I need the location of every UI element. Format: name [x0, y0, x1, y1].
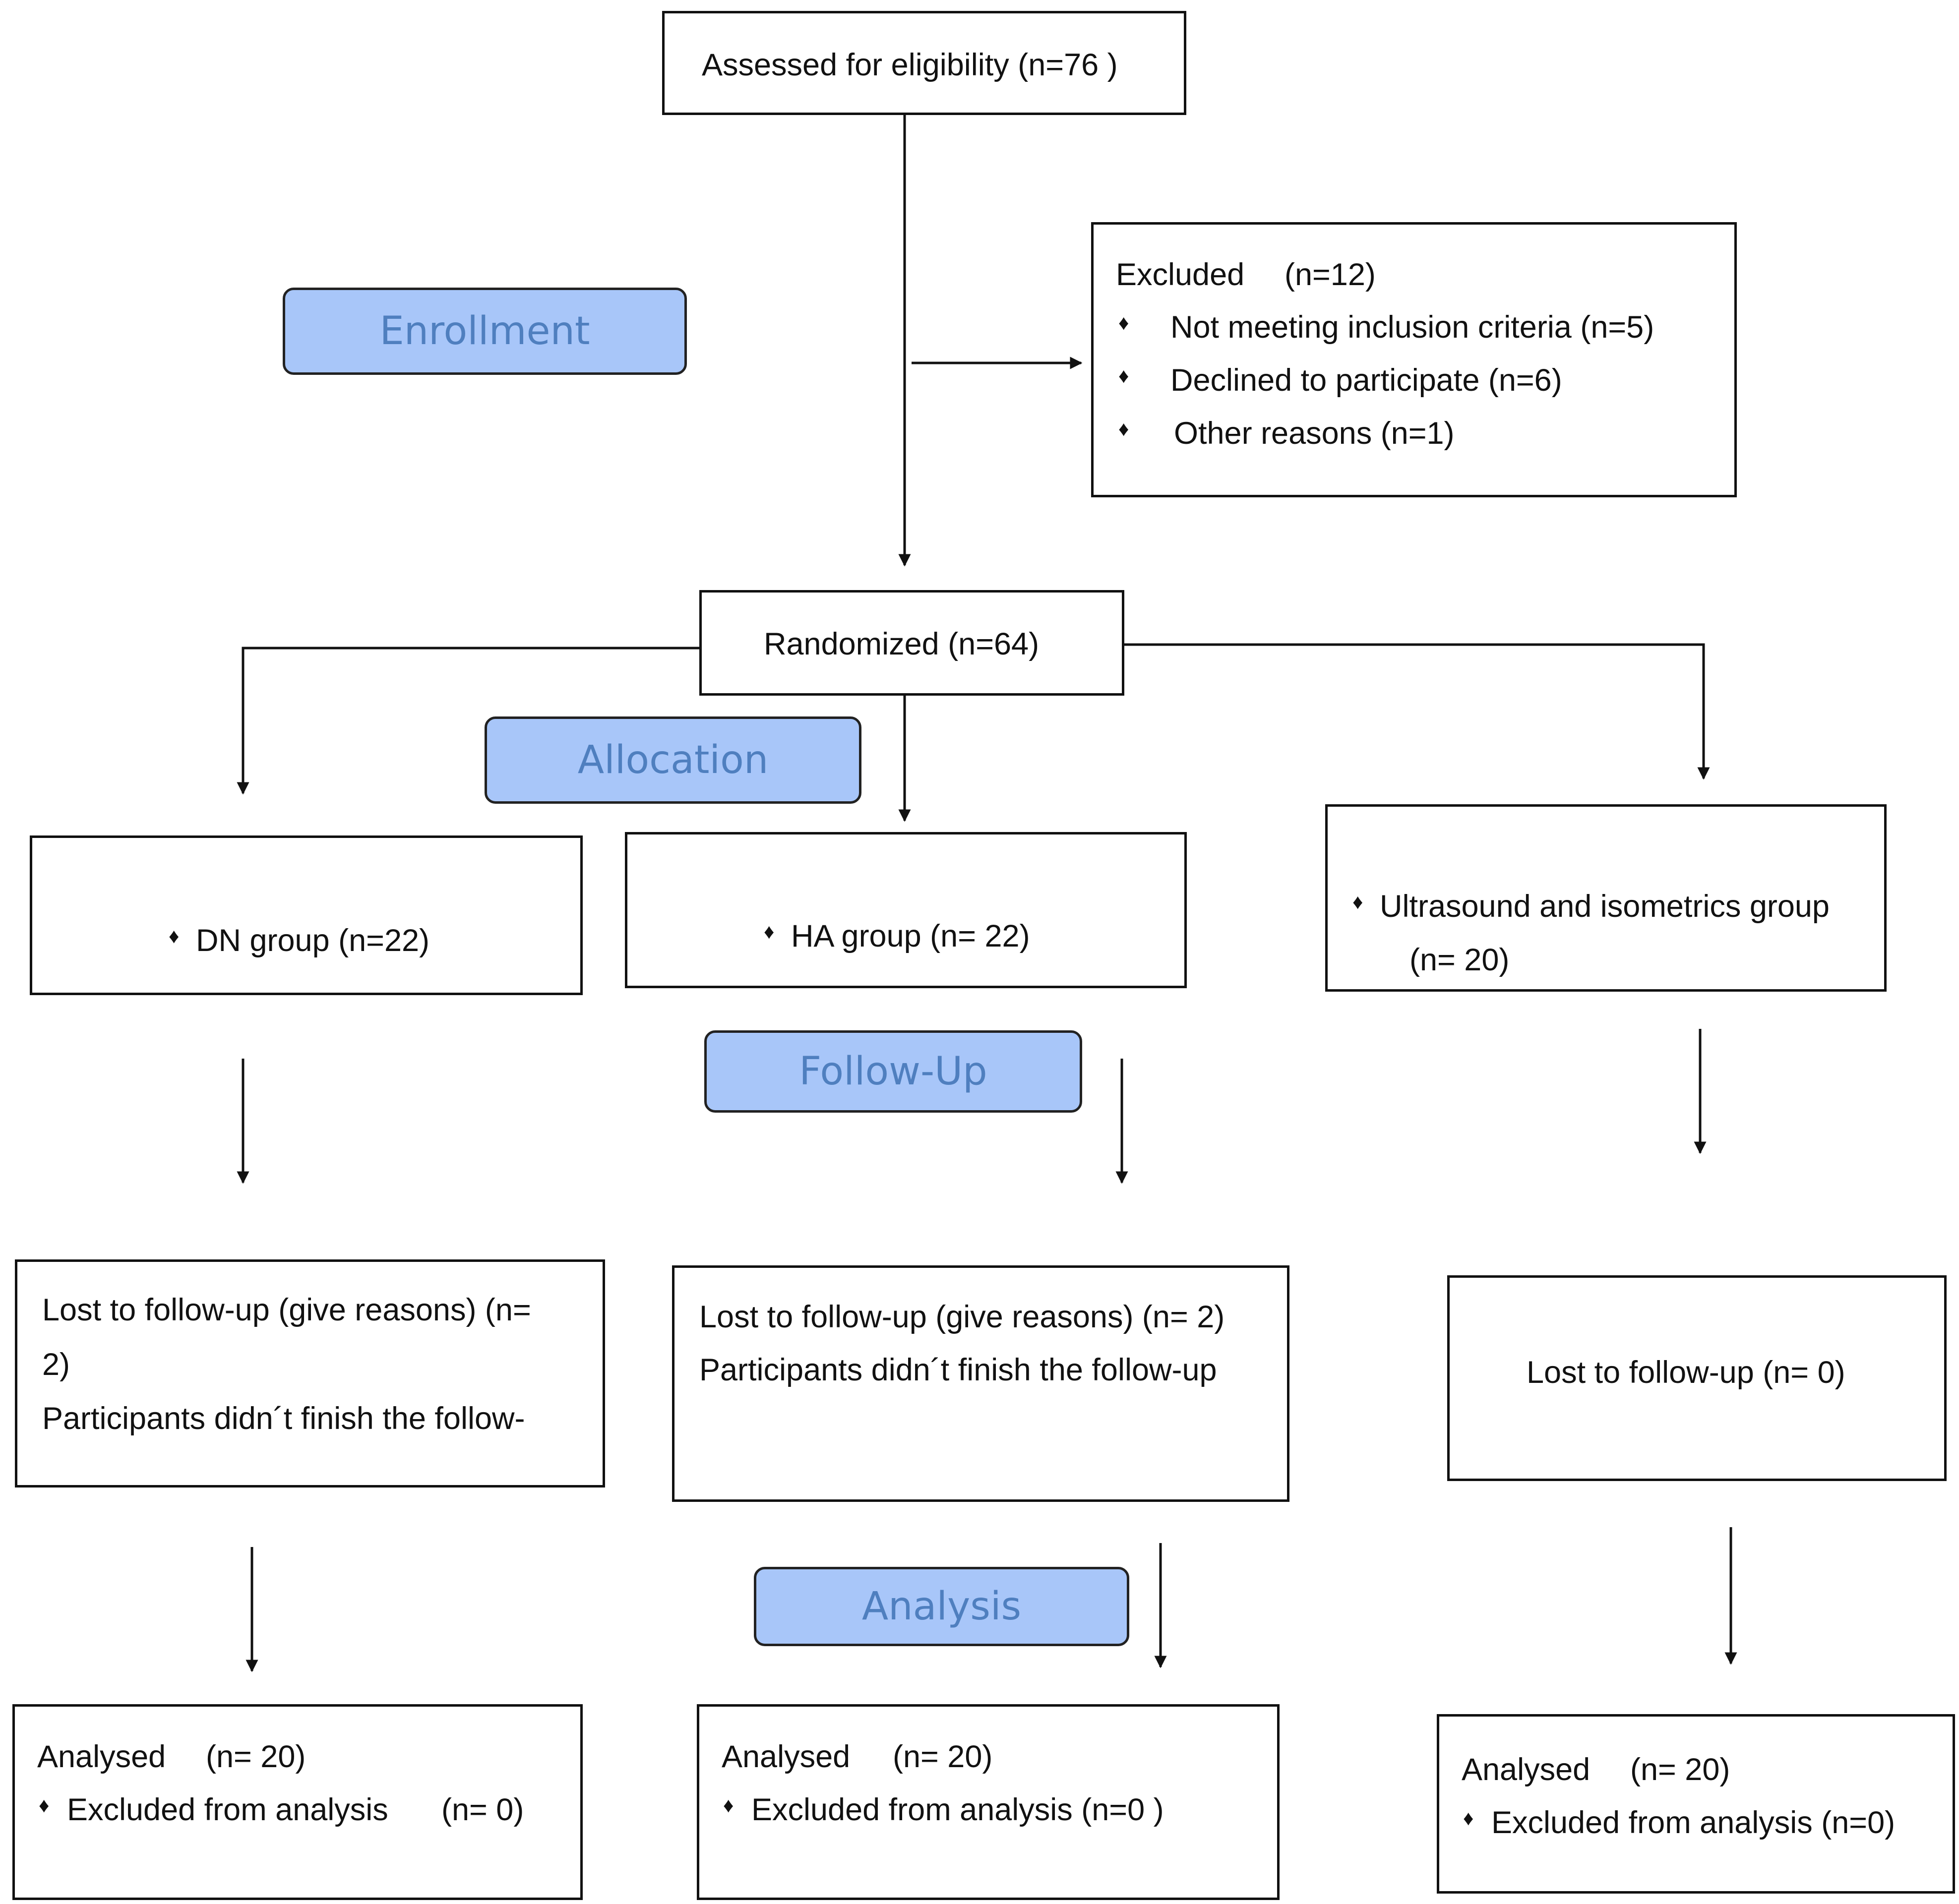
- bullet-icon: ♦: [1118, 311, 1129, 334]
- dn-analysis-box: Analysed (n= 20) ♦ Excluded from analysi…: [12, 1704, 583, 1900]
- excluded-count: (n=12): [1285, 257, 1376, 292]
- bullet-icon: ♦: [39, 1793, 50, 1817]
- excluded-reason: Not meeting inclusion criteria (n=5): [1170, 310, 1654, 345]
- dn-followup-line: Participants didn´t finish the follow-: [42, 1401, 525, 1436]
- excluded-reason: Declined to participate (n=6): [1170, 363, 1562, 398]
- stage-allocation: Allocation: [485, 716, 861, 804]
- us-followup-line: Lost to follow-up (n= 0): [1527, 1355, 1845, 1390]
- excluded-title: Excluded: [1116, 257, 1245, 292]
- ha-analysed-count: (n= 20): [893, 1739, 993, 1774]
- dn-analysed-label: Analysed: [37, 1739, 166, 1774]
- dn-excluded-analysis: Excluded from analysis: [67, 1792, 388, 1827]
- assessed-box: Assessed for eligibility (n=76 ): [662, 11, 1186, 115]
- bullet-icon: ♦: [1118, 364, 1129, 387]
- bullet-icon: ♦: [1118, 417, 1129, 440]
- randomized-box: Randomized (n=64): [699, 590, 1124, 696]
- bullet-icon: ♦: [1352, 890, 1363, 913]
- stage-enrollment: Enrollment: [283, 288, 687, 375]
- dn-excluded-analysis-count: (n= 0): [441, 1792, 524, 1827]
- ha-group-label: HA group (n= 22): [791, 919, 1030, 953]
- ha-group-box: ♦ HA group (n= 22): [625, 832, 1187, 988]
- excluded-box: Excluded (n=12) ♦ Not meeting inclusion …: [1091, 222, 1737, 497]
- stage-analysis: Analysis: [754, 1567, 1129, 1646]
- ha-analysis-box: Analysed (n= 20) ♦ Excluded from analysi…: [697, 1704, 1280, 1900]
- dn-followup-line: 2): [42, 1347, 70, 1382]
- ha-excluded-analysis: Excluded from analysis (n=0 ): [751, 1792, 1164, 1827]
- dn-group-label: DN group (n=22): [196, 923, 429, 958]
- us-group-label: Ultrasound and isometrics group: [1380, 889, 1830, 924]
- stage-follow-up: Follow-Up: [704, 1030, 1082, 1113]
- dn-analysed-count: (n= 20): [206, 1739, 306, 1774]
- ha-analysed-label: Analysed: [722, 1739, 851, 1774]
- arrow-randomized-to-dn: [237, 647, 699, 795]
- bullet-icon: ♦: [723, 1793, 734, 1817]
- assessed-text: Assessed for eligibility (n=76 ): [702, 48, 1118, 82]
- us-followup-box: Lost to follow-up (n= 0): [1447, 1275, 1947, 1481]
- dn-group-box: ♦ DN group (n=22): [30, 835, 583, 995]
- dn-followup-line: Lost to follow-up (give reasons) (n=: [42, 1293, 531, 1327]
- us-analysed-count: (n= 20): [1630, 1752, 1730, 1787]
- us-group-box: ♦ Ultrasound and isometrics group (n= 20…: [1325, 804, 1887, 992]
- bullet-icon: ♦: [764, 920, 775, 943]
- bullet-icon: ♦: [1463, 1806, 1474, 1830]
- us-excluded-analysis: Excluded from analysis (n=0): [1491, 1805, 1896, 1840]
- ha-followup-box: Lost to follow-up (give reasons) (n= 2) …: [672, 1265, 1289, 1502]
- ha-followup-line: Lost to follow-up (give reasons) (n= 2): [699, 1300, 1225, 1334]
- excluded-reason: Other reasons (n=1): [1174, 416, 1455, 451]
- dn-followup-box: Lost to follow-up (give reasons) (n= 2) …: [15, 1259, 605, 1488]
- us-analysis-box: Analysed (n= 20) ♦ Excluded from analysi…: [1437, 1714, 1955, 1894]
- randomized-text: Randomized (n=64): [764, 627, 1040, 661]
- us-group-count: (n= 20): [1409, 943, 1510, 977]
- us-analysed-label: Analysed: [1462, 1752, 1591, 1787]
- bullet-icon: ♦: [169, 924, 180, 948]
- arrow-randomized-to-us: [1085, 643, 1710, 780]
- ha-followup-line: Participants didn´t finish the follow-up: [699, 1353, 1217, 1387]
